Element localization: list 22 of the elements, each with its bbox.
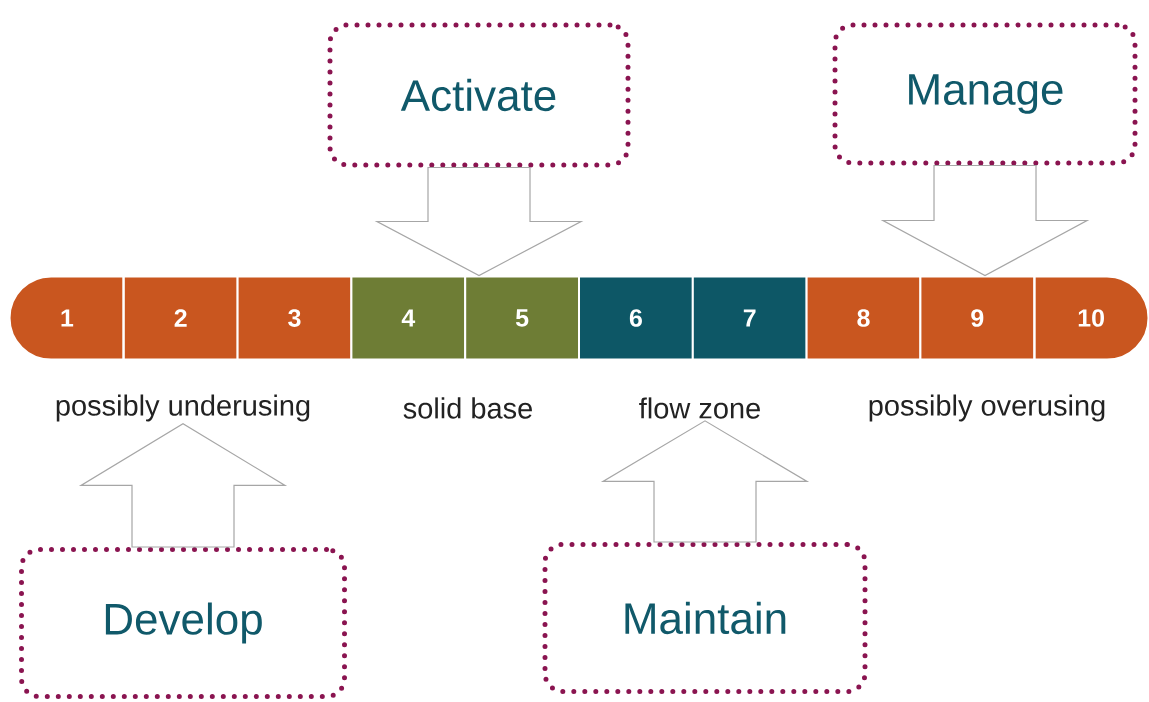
block-arrow [78,423,288,548]
text-box: Activate [327,22,631,168]
scale-segment: 4 [350,275,467,361]
scale-segment: 8 [805,275,922,361]
text-box: Maintain [542,542,868,694]
zone-label: flow zone [639,397,760,419]
scale-segment: 3 [236,275,353,361]
scale-segment: 2 [122,275,239,361]
block-arrow [600,420,810,543]
text-box: Manage [832,22,1138,166]
block-arrow [880,164,1090,277]
scale-segment: 6 [578,275,694,361]
scale-segment: 10 [1033,275,1149,361]
block-arrow [374,166,584,277]
zone-label: possibly underusing [56,394,310,422]
scale-segment: 5 [464,275,580,361]
text-box: Develop [19,547,347,699]
scale-segment: 7 [691,275,808,361]
scale-segment: 1 [8,275,125,361]
zone-label: possibly overusing [869,394,1105,422]
zone-label: solid base [403,397,532,419]
scale-segment: 9 [919,275,1036,361]
